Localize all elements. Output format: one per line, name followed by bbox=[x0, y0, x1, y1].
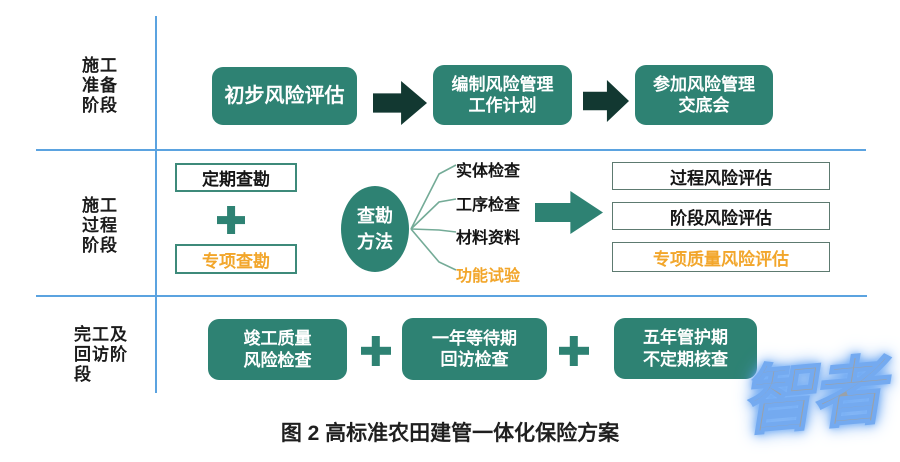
box-label: 初步风险评估 bbox=[224, 84, 345, 107]
stage-label-line: 准备 bbox=[82, 76, 118, 95]
box-process-risk-assessment: 过程风险评估 bbox=[612, 162, 830, 190]
box-label: 专项质量风险评估 bbox=[653, 249, 789, 269]
method-label: 实体检查 bbox=[456, 163, 521, 180]
method-label: 材料资料 bbox=[456, 230, 521, 247]
plus-icon bbox=[361, 336, 391, 366]
fan-connector-lines bbox=[410, 164, 457, 271]
box-special-survey: 专项查勘 bbox=[175, 244, 297, 274]
stage-label-process: 施工 过程 阶段 bbox=[82, 196, 118, 256]
box-label: 阶段风险评估 bbox=[670, 208, 772, 228]
box-label: 参加风险管理 bbox=[653, 74, 755, 94]
box-label: 工作计划 bbox=[468, 96, 537, 115]
box-label: 不定期核查 bbox=[643, 349, 728, 369]
stage-label-line: 阶段 bbox=[82, 236, 118, 255]
stage-label-line: 阶段 bbox=[82, 96, 118, 115]
stage-label-line: 施工 bbox=[82, 56, 118, 75]
stage-label-preparation: 施工 准备 阶段 bbox=[82, 56, 118, 116]
circle-label: 查勘 bbox=[357, 205, 393, 226]
box-five-year-maintenance-check: 五年管护期 不定期核查 bbox=[614, 318, 757, 379]
method-function-test: 功能试验 bbox=[456, 262, 520, 286]
stage-divider-vertical-line bbox=[155, 16, 157, 393]
box-label: 竣工质量 bbox=[243, 329, 312, 349]
row-divider-line-1 bbox=[36, 149, 866, 151]
right-arrow-icon bbox=[583, 80, 629, 122]
box-special-quality-risk-assessment: 专项质量风险评估 bbox=[612, 242, 830, 272]
method-procedure-inspection: 工序检查 bbox=[456, 191, 520, 215]
big-right-arrow-icon bbox=[535, 191, 603, 234]
box-stage-risk-assessment: 阶段风险评估 bbox=[612, 202, 830, 230]
box-label: 过程风险评估 bbox=[670, 168, 772, 188]
box-label: 交底会 bbox=[678, 96, 730, 115]
method-label: 工序检查 bbox=[456, 197, 521, 214]
box-risk-management-plan: 编制风险管理 工作计划 bbox=[433, 65, 572, 125]
box-label: 一年等待期 bbox=[432, 328, 517, 348]
box-label: 风险检查 bbox=[243, 350, 312, 370]
box-risk-briefing-meeting: 参加风险管理 交底会 bbox=[635, 65, 773, 125]
box-label: 编制风险管理 bbox=[451, 74, 554, 94]
right-arrow-icon bbox=[373, 81, 427, 125]
figure-caption: 图 2 高标准农田建管一体化保险方案 bbox=[280, 422, 620, 445]
stage-label-line: 回访阶 bbox=[74, 345, 128, 364]
box-completion-quality-check: 竣工质量 风险检查 bbox=[208, 319, 347, 380]
box-periodic-survey: 定期查勘 bbox=[175, 163, 297, 192]
box-one-year-waiting-revisit: 一年等待期 回访检查 bbox=[402, 318, 547, 380]
stage-label-line: 施工 bbox=[82, 196, 118, 215]
box-label: 定期查勘 bbox=[202, 170, 270, 189]
box-initial-risk-assessment: 初步风险评估 bbox=[212, 67, 357, 125]
row-divider-line-2 bbox=[36, 295, 867, 297]
watermark-text: 智者 bbox=[737, 348, 886, 445]
plus-icon bbox=[217, 206, 245, 234]
stage-label-line: 段 bbox=[74, 365, 92, 384]
plus-icon bbox=[559, 336, 589, 366]
stage-label-line: 完工及 bbox=[74, 325, 128, 344]
method-material-documents: 材料资料 bbox=[456, 224, 520, 248]
stage-label-line: 过程 bbox=[82, 216, 118, 235]
method-label: 功能试验 bbox=[456, 268, 521, 285]
method-physical-inspection: 实体检查 bbox=[456, 157, 520, 181]
box-label: 五年管护期 bbox=[643, 328, 728, 348]
box-label: 回访检查 bbox=[440, 350, 509, 369]
circle-survey-methods: 查勘 方法 bbox=[341, 186, 409, 272]
box-label: 专项查勘 bbox=[202, 251, 270, 271]
circle-label: 方法 bbox=[357, 232, 393, 252]
stage-label-completion: 完工及 回访阶 段 bbox=[74, 325, 128, 385]
